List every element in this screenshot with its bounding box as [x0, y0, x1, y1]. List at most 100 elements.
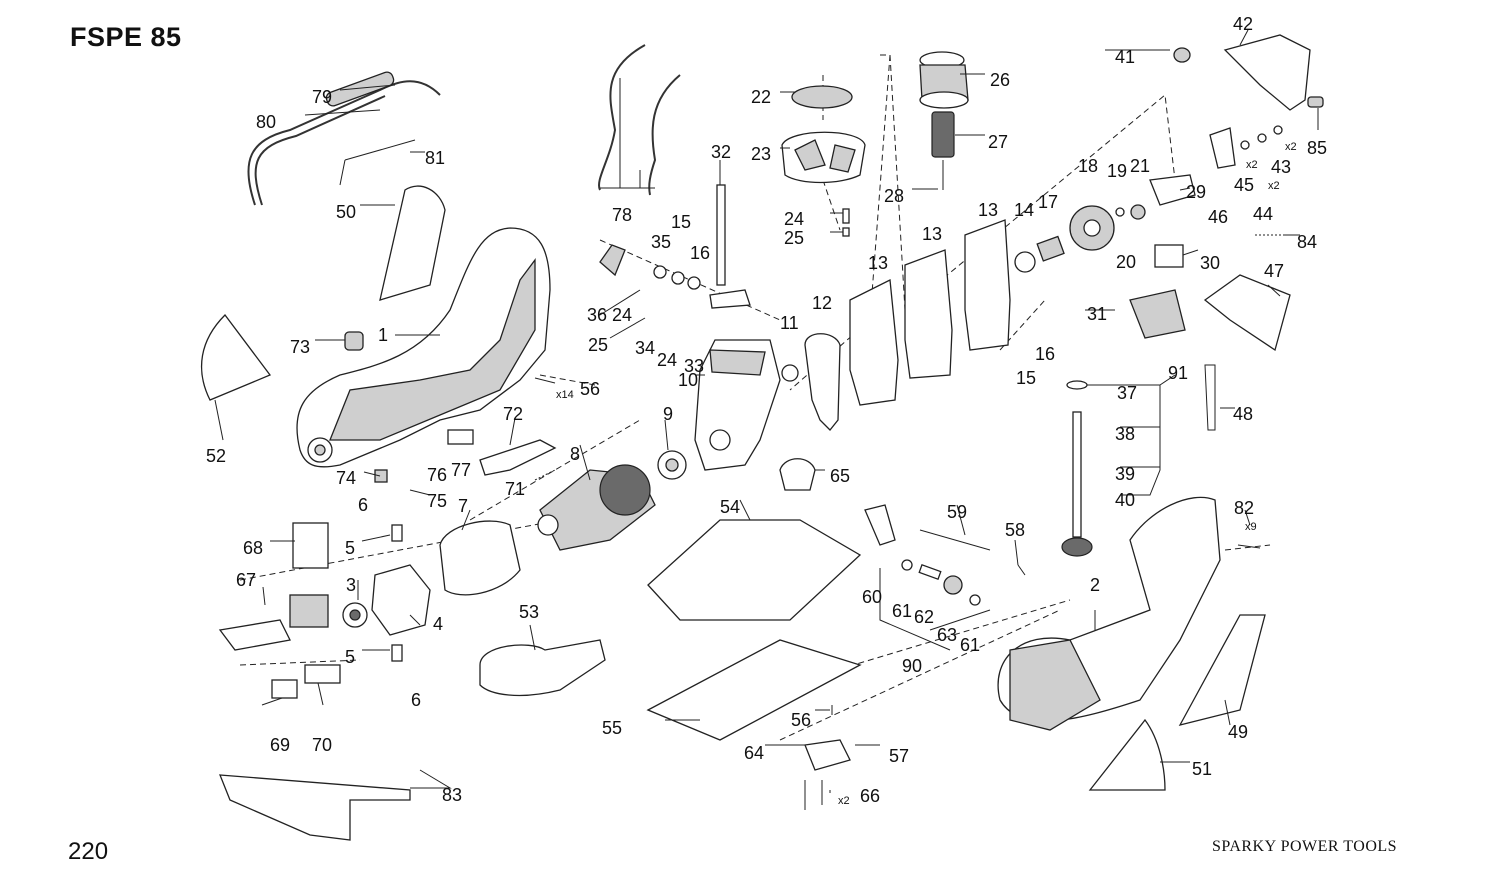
- part-callout: 49: [1228, 722, 1248, 742]
- part-callout: 11: [780, 313, 799, 333]
- part-callout: 13: [978, 200, 998, 220]
- part-callout: 85: [1307, 138, 1327, 158]
- brand-footer: SPARKY POWER TOOLS: [1212, 838, 1398, 855]
- part-callout: 55: [602, 718, 622, 738]
- part-callout: 74: [336, 468, 356, 488]
- part-callout: 21: [1130, 156, 1150, 176]
- part-callout: 34: [635, 338, 655, 358]
- part-callout: 80: [256, 112, 276, 132]
- model-title: FSPE 85: [70, 22, 182, 52]
- part-armature: [537, 464, 656, 551]
- part-callout: 37: [1117, 383, 1137, 403]
- part-callout: 56: [580, 379, 600, 399]
- part-callout: 30: [1200, 253, 1220, 273]
- part-callout: 16: [1035, 344, 1055, 364]
- part-callout: 2: [1090, 575, 1100, 595]
- part-callout: 10: [678, 370, 698, 390]
- part-callout: 68: [243, 538, 263, 558]
- part-callout: 15: [1016, 368, 1036, 388]
- part-callout: 79: [312, 87, 332, 107]
- part-callout: 69: [270, 735, 290, 755]
- part-callout: 45: [1234, 175, 1254, 195]
- quantity-label: x2: [1285, 141, 1297, 153]
- part-housing-right: [997, 496, 1221, 731]
- part-callout: 42: [1233, 14, 1253, 34]
- part-callout: 5: [345, 538, 355, 558]
- part-callout: 51: [1192, 759, 1212, 779]
- part-callout: 60: [862, 587, 882, 607]
- part-callout: 6: [411, 690, 421, 710]
- part-callout: 3: [346, 575, 356, 595]
- part-callout: 8: [570, 444, 580, 464]
- part-callout: 84: [1297, 232, 1317, 252]
- part-callout: 83: [442, 785, 462, 805]
- part-callout: 19: [1107, 161, 1127, 181]
- part-callout: 72: [503, 404, 523, 424]
- part-callout: 71: [505, 479, 525, 499]
- part-callout: 81: [425, 148, 445, 168]
- part-callout: 12: [812, 293, 832, 313]
- quantity-label: x2: [838, 795, 850, 807]
- part-callout: 91: [1168, 363, 1188, 383]
- part-callout: 44: [1253, 204, 1273, 224]
- part-callout: 64: [744, 743, 764, 763]
- part-callout: 67: [236, 570, 256, 590]
- part-callout: 57: [889, 746, 909, 766]
- part-callout: 14: [1014, 200, 1034, 220]
- page-number: 220: [68, 838, 109, 865]
- part-callout: 90: [902, 656, 922, 676]
- part-callout: 47: [1264, 261, 1284, 281]
- part-callout: 9: [663, 404, 673, 424]
- part-callout: 70: [312, 735, 332, 755]
- part-callout: 38: [1115, 424, 1135, 444]
- part-callout: 50: [336, 202, 356, 222]
- part-callout: 28: [884, 186, 904, 206]
- part-callout: 56: [791, 710, 811, 730]
- part-callout: 77: [451, 460, 471, 480]
- part-callout: 22: [751, 87, 771, 107]
- part-callout: 18: [1078, 156, 1098, 176]
- part-callout: 46: [1208, 207, 1228, 227]
- part-callout: 4: [433, 614, 443, 634]
- part-cable: [247, 71, 441, 206]
- part-callout: 24: [612, 305, 632, 325]
- part-callout: 26: [990, 70, 1010, 90]
- quantity-label: x2: [1246, 159, 1258, 171]
- quantity-label: x9: [1245, 521, 1257, 533]
- part-callout: 35: [651, 232, 671, 252]
- part-callout: 13: [868, 253, 888, 273]
- part-callout: 66: [860, 786, 880, 806]
- part-callout: 13: [922, 224, 942, 244]
- part-callout: 62: [914, 607, 934, 627]
- part-callout: 16: [690, 243, 710, 263]
- quantity-label: x14: [556, 389, 574, 401]
- part-callout: 31: [1087, 304, 1107, 324]
- part-callout: 61: [960, 635, 980, 655]
- part-callout: 58: [1005, 520, 1025, 540]
- part-callout: 36: [587, 305, 607, 325]
- part-callout: 29: [1186, 182, 1206, 202]
- part-callout: 59: [947, 502, 967, 522]
- part-callout: 52: [206, 446, 226, 466]
- part-callout: 43: [1271, 157, 1291, 177]
- part-callout: 40: [1115, 490, 1135, 510]
- part-callout: 20: [1116, 252, 1136, 272]
- part-callout: 1: [378, 325, 388, 345]
- part-callout: 53: [519, 602, 539, 622]
- part-callout: 33: [684, 356, 704, 376]
- part-callout: 6: [358, 495, 368, 515]
- part-callout: 41: [1115, 47, 1135, 67]
- part-callout: 15: [671, 212, 691, 232]
- part-callout: 76: [427, 465, 447, 485]
- part-callout: 75: [427, 491, 447, 511]
- part-callout: 61: [892, 601, 912, 621]
- part-callout: 48: [1233, 404, 1253, 424]
- part-callout: 82: [1234, 498, 1254, 518]
- leader-lines: [214, 29, 1319, 793]
- part-callout: 32: [711, 142, 731, 162]
- part-callout: 25: [588, 335, 608, 355]
- part-callout: 54: [720, 497, 740, 517]
- part-housing-left: [296, 227, 551, 468]
